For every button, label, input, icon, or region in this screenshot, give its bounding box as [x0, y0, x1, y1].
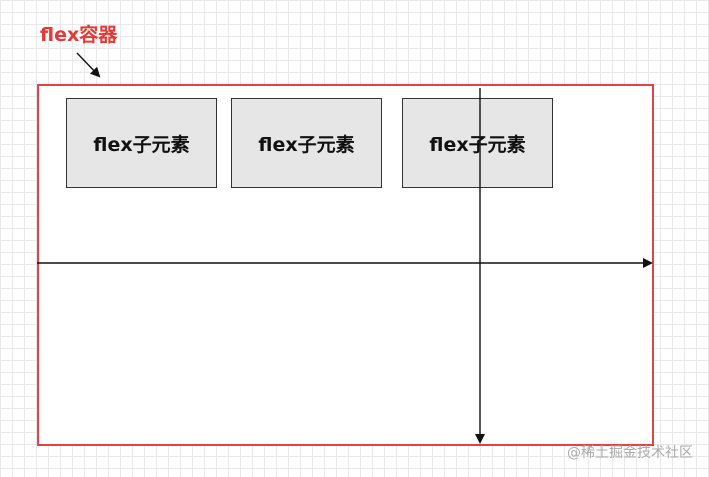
flex-child-3: flex子元素: [402, 98, 553, 188]
label-pointer-arrow: [76, 52, 101, 78]
flex-child-3-label: flex子元素: [429, 133, 526, 156]
flex-child-2-label: flex子元素: [258, 133, 355, 156]
flex-child-1: flex子元素: [66, 98, 217, 188]
flex-child-1-label: flex子元素: [93, 133, 190, 156]
flex-container-label: flex容器: [40, 24, 118, 46]
flex-child-2: flex子元素: [231, 98, 382, 188]
watermark: @稀土掘金技术社区: [567, 445, 693, 461]
